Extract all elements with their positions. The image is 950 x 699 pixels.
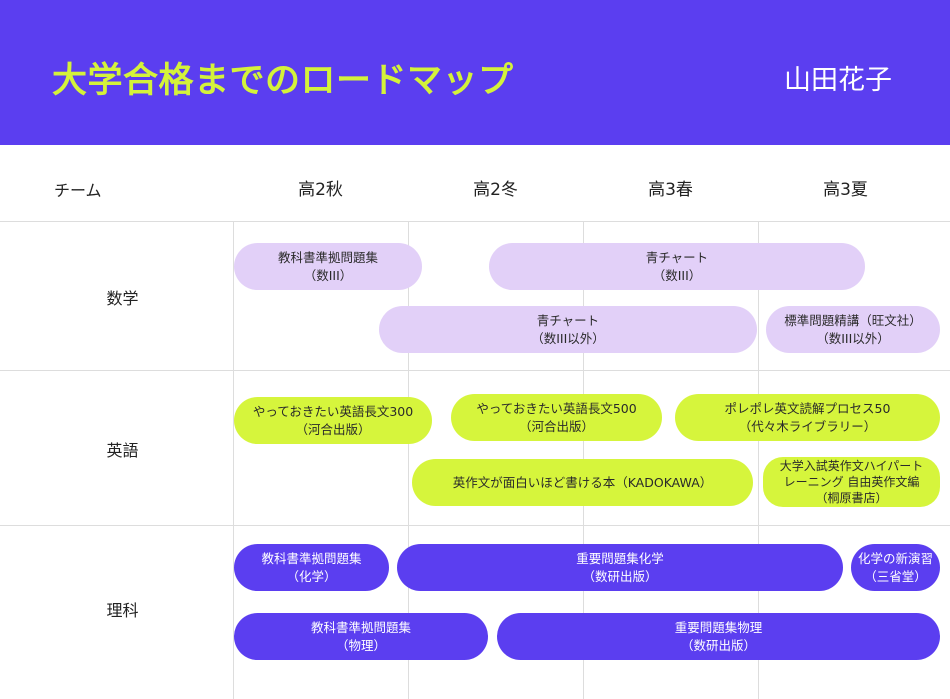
column-header-term: 高3夏 — [823, 180, 868, 200]
bar-text: （数III） — [303, 267, 353, 283]
schedule-bar[interactable]: 教科書準拠問題集 （物理） — [234, 613, 488, 660]
bar-text: 重要問題集物理 — [674, 619, 763, 635]
schedule-bar[interactable]: 重要問題集物理 （数研出版） — [497, 613, 940, 660]
bar-text: （数III以外） — [531, 330, 605, 346]
bar-text: やっておきたい英語長文300 — [252, 403, 414, 419]
row-label-english: 英語 — [106, 441, 139, 460]
bar-text: （河合出版） — [295, 421, 371, 437]
column-header-term: 高2秋 — [298, 180, 343, 200]
row-label-math: 数学 — [106, 289, 139, 308]
bar-text: 英作文が面白いほど書ける本（KADOKAWA） — [452, 474, 713, 490]
schedule-bar[interactable]: 青チャート （数III以外） — [379, 306, 757, 353]
bar-text: 教科書準拠問題集 — [310, 619, 411, 635]
bar-text: （化学） — [286, 568, 337, 584]
bar-text: （数III） — [652, 267, 702, 283]
bar-text: レーニング 自由英作文編 — [783, 475, 920, 489]
bar-text: 標準問題精講（旺文社） — [784, 312, 922, 328]
team-column-header: チーム — [54, 181, 102, 200]
bar-text: （代々木ライブラリー） — [738, 418, 877, 434]
grid-line — [758, 221, 759, 699]
bar-text: 大学入試英作文ハイパート — [779, 459, 924, 473]
schedule-bar[interactable]: 英作文が面白いほど書ける本（KADOKAWA） — [412, 459, 753, 506]
bar-text: （三省堂） — [864, 568, 927, 584]
bar-text: （数研出版） — [582, 568, 658, 584]
schedule-bar[interactable]: やっておきたい英語長文300 （河合出版） — [234, 397, 432, 444]
bar-text: 教科書準拠問題集 — [261, 550, 362, 566]
bar-text: やっておきたい英語長文500 — [476, 400, 637, 416]
bar-text: 青チャート — [645, 249, 709, 265]
bar-text: 青チャート — [536, 312, 600, 328]
grid-line — [0, 525, 950, 526]
bar-text: （河合出版） — [518, 418, 594, 434]
schedule-bar[interactable]: 大学入試英作文ハイパート レーニング 自由英作文編 （桐原書店） — [763, 457, 940, 507]
grid-line — [0, 370, 950, 371]
header-banner: 大学合格までのロードマップ 山田花子 — [0, 0, 950, 145]
schedule-bar[interactable]: 標準問題精講（旺文社） （数III以外） — [766, 306, 940, 353]
bar-text: （数III以外） — [816, 330, 890, 346]
grid-line — [233, 221, 234, 699]
grid-line — [0, 221, 950, 222]
grid-line — [408, 221, 409, 699]
schedule-bar[interactable]: 重要問題集化学 （数研出版） — [397, 544, 843, 591]
bar-text: 化学の新演習 — [857, 550, 933, 566]
page-title: 大学合格までのロードマップ — [52, 61, 514, 101]
column-header-term: 高3春 — [648, 180, 693, 200]
schedule-bar[interactable]: ポレポレ英文読解プロセス50 （代々木ライブラリー） — [675, 394, 940, 441]
row-label-science: 理科 — [106, 601, 139, 620]
schedule-bar[interactable]: 教科書準拠問題集 （数III） — [234, 243, 422, 290]
bar-text: （物理） — [335, 637, 386, 653]
bar-text: 教科書準拠問題集 — [277, 249, 378, 265]
bar-text: （数研出版） — [680, 637, 756, 653]
bar-text: ポレポレ英文読解プロセス50 — [724, 400, 891, 416]
schedule-bar[interactable]: やっておきたい英語長文500 （河合出版） — [451, 394, 662, 441]
bar-text: 重要問題集化学 — [576, 550, 664, 566]
schedule-bar[interactable]: 化学の新演習 （三省堂） — [851, 544, 940, 591]
column-header-term: 高2冬 — [473, 180, 518, 200]
schedule-bar[interactable]: 青チャート （数III） — [489, 243, 865, 290]
bar-text: （桐原書店） — [815, 491, 888, 505]
schedule-bar[interactable]: 教科書準拠問題集 （化学） — [234, 544, 389, 591]
owner-name: 山田花子 — [784, 65, 892, 96]
